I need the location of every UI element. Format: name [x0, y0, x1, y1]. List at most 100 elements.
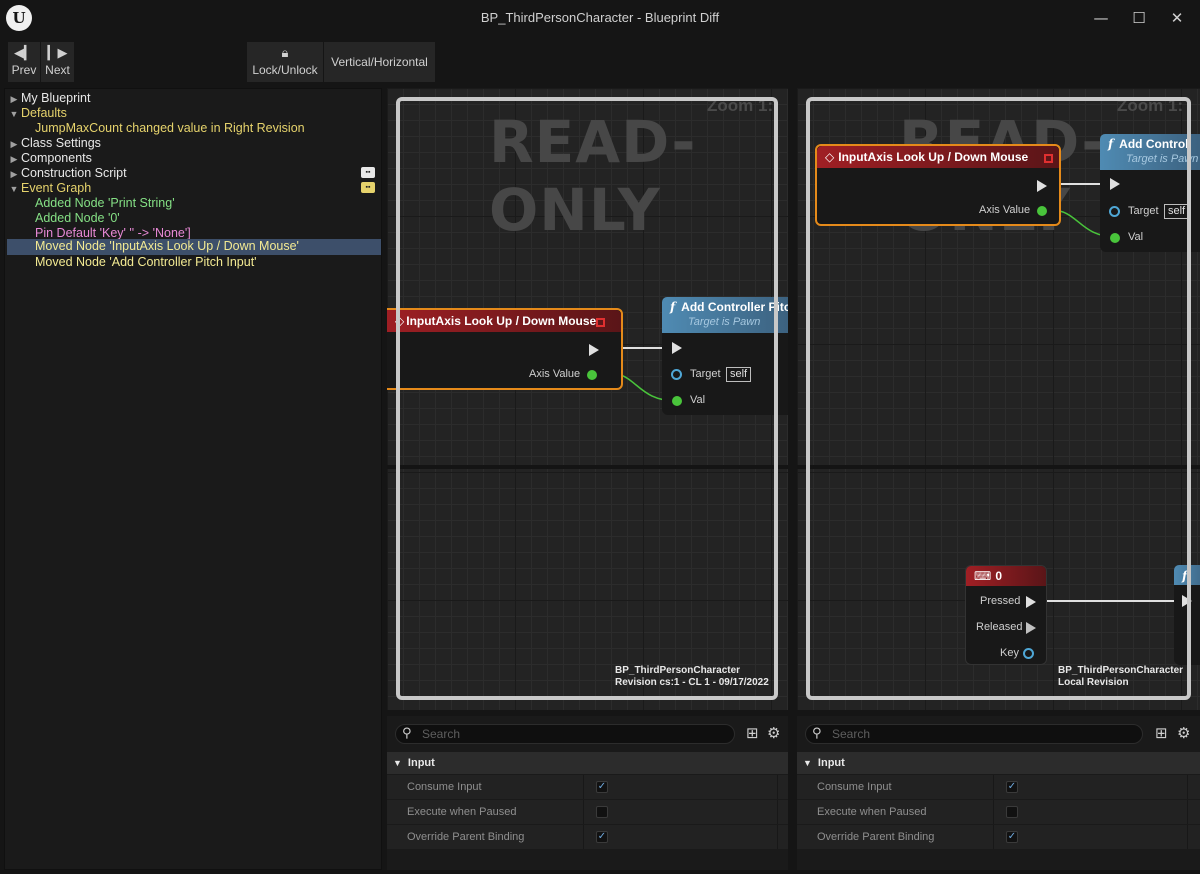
- collapse-arrow-icon[interactable]: ▼: [393, 758, 402, 768]
- unreal-logo-icon: U: [6, 5, 32, 31]
- tree-item-class-settings[interactable]: ▶Class Settings: [7, 136, 381, 151]
- execute-when-paused-checkbox[interactable]: [1006, 806, 1018, 818]
- toolbar: ◀▎ Prev ▎▶ Next 🔒︎ Lock/Unlock Vertical/…: [0, 36, 1200, 88]
- keyboard-icon: ⌨: [974, 569, 992, 583]
- val-label: Val: [690, 394, 706, 406]
- search-box[interactable]: ⚲ Search: [805, 724, 1143, 744]
- prev-arrow-icon: ◀▎: [14, 46, 34, 61]
- axis-value-pin[interactable]: [1037, 206, 1047, 216]
- val-pin[interactable]: [1110, 233, 1120, 243]
- lock-unlock-button[interactable]: 🔒︎ Lock/Unlock: [247, 42, 323, 82]
- function-icon: f: [1182, 569, 1188, 583]
- pressed-exec-pin[interactable]: [1026, 596, 1036, 608]
- target-pin[interactable]: [671, 369, 682, 380]
- gear-icon[interactable]: ⚙: [767, 724, 781, 742]
- pressed-label: Pressed: [980, 595, 1021, 607]
- graph-icon: ▪▪: [361, 182, 375, 193]
- node-subtitle: Target is Pawn: [1126, 153, 1199, 165]
- override-parent-binding-checkbox[interactable]: ✓: [1006, 831, 1018, 843]
- search-icon: ⚲: [812, 726, 822, 741]
- revision-name: BP_ThirdPersonCharacter: [615, 665, 741, 676]
- tree-item-defaults-change[interactable]: JumpMaxCount changed value in Right Revi…: [35, 121, 305, 135]
- key-pin[interactable]: [1023, 648, 1034, 659]
- expand-arrow-icon[interactable]: ▶: [10, 154, 18, 164]
- tree-item-moved-inputaxis[interactable]: Moved Node 'InputAxis Look Up / Down Mou…: [7, 239, 381, 255]
- expand-arrow-icon[interactable]: ▶: [10, 139, 18, 149]
- exec-out-pin[interactable]: [1037, 180, 1047, 192]
- revision-info: Revision cs:1 - CL 1 - 09/17/2022: [615, 677, 769, 688]
- diff-tree-panel: ▶My Blueprint ▼Defaults JumpMaxCount cha…: [4, 88, 382, 870]
- tree-item-defaults[interactable]: ▼Defaults: [7, 106, 381, 121]
- exec-out-pin[interactable]: [589, 344, 599, 356]
- expand-arrow-icon[interactable]: ▶: [10, 169, 18, 179]
- property-row: Override Parent Binding ✓: [387, 825, 788, 849]
- diff-focus-border: [806, 97, 1191, 700]
- exec-in-pin[interactable]: [1110, 178, 1120, 190]
- event-icon: ◇: [825, 150, 835, 164]
- inputaxis-event-node[interactable]: ◇InputAxis Look Up / Down Mouse Axis Val…: [387, 308, 623, 390]
- close-button[interactable]: ✕: [1170, 9, 1184, 27]
- vertical-horizontal-button[interactable]: Vertical/Horizontal: [324, 42, 435, 82]
- next-button[interactable]: ▎▶ Next: [41, 42, 74, 82]
- collapse-arrow-icon[interactable]: ▼: [9, 109, 19, 119]
- exec-in-pin[interactable]: [672, 342, 682, 354]
- expand-arrow-icon[interactable]: ▶: [10, 94, 18, 104]
- maximize-button[interactable]: ☐: [1132, 9, 1146, 27]
- tree-item-construction-script[interactable]: ▶Construction Script ▪▪: [7, 166, 381, 181]
- execute-when-paused-checkbox[interactable]: [596, 806, 608, 818]
- tree-item-added-zero[interactable]: Added Node '0': [35, 211, 120, 225]
- tree-item-moved-add-controller[interactable]: Moved Node 'Add Controller Pitch Input': [35, 255, 257, 269]
- consume-input-checkbox[interactable]: ✓: [596, 781, 608, 793]
- right-revision-graph[interactable]: Zoom 1: READ-ONLY ◇InputAxis Look Up / D…: [797, 88, 1200, 710]
- key-zero-node[interactable]: ⌨0 Pressed Released Key: [965, 565, 1047, 665]
- target-label: Target: [1128, 205, 1159, 217]
- table-view-icon[interactable]: ⊞: [746, 724, 759, 742]
- self-value: self: [726, 367, 752, 382]
- override-parent-binding-checkbox[interactable]: ✓: [596, 831, 608, 843]
- title-bar: U BP_ThirdPersonCharacter - Blueprint Di…: [0, 0, 1200, 36]
- input-category[interactable]: ▼Input: [387, 752, 788, 774]
- search-box[interactable]: ⚲ Search: [395, 724, 735, 744]
- axis-value-label: Axis Value: [529, 368, 581, 380]
- prev-label: Prev: [11, 63, 37, 77]
- tree-item-event-graph[interactable]: ▼Event Graph ▪▪: [7, 181, 381, 196]
- prev-button[interactable]: ◀▎ Prev: [8, 42, 40, 82]
- revision-name: BP_ThirdPersonCharacter: [1058, 665, 1184, 676]
- diff-focus-border: [396, 97, 778, 700]
- property-row: Execute when Paused: [387, 800, 788, 824]
- property-row: Consume Input ✓: [387, 775, 788, 799]
- tree-item-components[interactable]: ▶Components: [7, 151, 381, 166]
- function-icon: f: [1108, 137, 1114, 151]
- orientation-label: Vertical/Horizontal: [331, 55, 428, 69]
- inputaxis-event-node[interactable]: ◇InputAxis Look Up / Down Mouse Axis Val…: [815, 144, 1061, 226]
- target-pin[interactable]: [1109, 206, 1120, 217]
- left-revision-graph[interactable]: Zoom 1: READ-ONLY ◇InputAxis Look Up / D…: [387, 88, 788, 710]
- function-icon: f: [670, 300, 676, 314]
- tree-item-added-print-string[interactable]: Added Node 'Print String': [35, 196, 175, 210]
- delegate-pin-icon: [596, 318, 605, 327]
- collapse-arrow-icon[interactable]: ▼: [803, 758, 812, 768]
- gear-icon[interactable]: ⚙: [1177, 724, 1191, 742]
- val-pin[interactable]: [672, 396, 682, 406]
- released-exec-pin[interactable]: [1026, 622, 1036, 634]
- consume-input-checkbox[interactable]: ✓: [1006, 781, 1018, 793]
- property-row: Consume Input ✓: [797, 775, 1200, 799]
- axis-value-label: Axis Value: [979, 204, 1031, 216]
- collapse-arrow-icon[interactable]: ▼: [9, 184, 19, 194]
- delegate-pin-icon: [1044, 154, 1053, 163]
- axis-value-pin[interactable]: [587, 370, 597, 380]
- table-view-icon[interactable]: ⊞: [1155, 724, 1168, 742]
- tree-item-pin-default[interactable]: Pin Default 'Key' '' -> 'None']: [35, 226, 191, 240]
- lock-label: Lock/Unlock: [252, 63, 318, 77]
- target-label: Target: [690, 368, 721, 380]
- search-input[interactable]: Search: [832, 727, 871, 741]
- next-label: Next: [45, 63, 70, 77]
- tree-item-my-blueprint[interactable]: ▶My Blueprint: [7, 91, 381, 106]
- val-label: Val: [1128, 231, 1144, 243]
- input-category[interactable]: ▼Input: [797, 752, 1200, 774]
- minimize-button[interactable]: —: [1093, 9, 1109, 27]
- left-details-panel: ⚲ Search ⊞ ⚙ ▼Input Consume Input ✓ Exec…: [387, 716, 788, 870]
- search-input[interactable]: Search: [422, 727, 461, 741]
